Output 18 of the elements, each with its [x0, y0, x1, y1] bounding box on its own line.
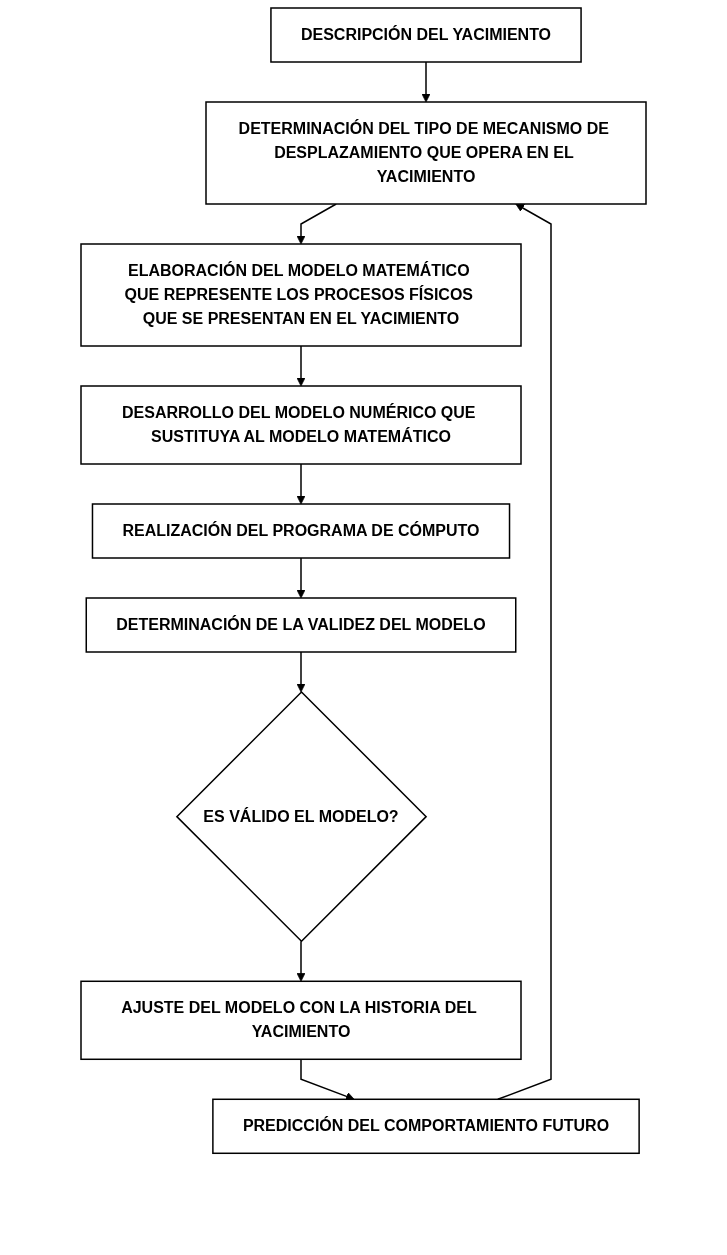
arrow [296, 345, 306, 387]
arrow [300, 1058, 355, 1101]
arrow [296, 940, 306, 982]
node-box: DESCRIPCIÓN DEL YACIMIENTO [270, 7, 582, 63]
node-box: DESARROLLO DEL MODELO NUMÉRICO QUE SUSTITUYA AL MODELO MATEMÁTICO [80, 385, 522, 465]
arrow [296, 203, 337, 245]
arrow [296, 557, 306, 599]
node-diamond: ES VÁLIDO EL MODELO? [175, 690, 428, 943]
node-box: PREDICCIÓN DEL COMPORTAMIENTO FUTURO [212, 1098, 640, 1155]
node-box: DETERMINACIÓN DEL TIPO DE MECANISMO DE DESPLAZAMIENTO QUE OPERA EN EL YACIMIENTO [205, 101, 647, 205]
node-box: DETERMINACIÓN DE LA VALIDEZ DEL MODELO [85, 597, 517, 653]
arrow [497, 203, 552, 1101]
node-box: AJUSTE DEL MODELO CON LA HISTORIA DEL YACIMIENTO [80, 980, 522, 1061]
node-box: REALIZACIÓN DEL PROGRAMA DE CÓMPUTO [91, 503, 511, 559]
arrow [296, 463, 306, 505]
node-box: ELABORACIÓN DEL MODELO MATEMÁTICO QUE REPRESENTE LOS PROCESOS FÍSICOS QUE SE PRESENTAN EN EL YACIMIENTO [80, 243, 522, 347]
arrow [296, 651, 306, 693]
arrow [421, 61, 431, 103]
